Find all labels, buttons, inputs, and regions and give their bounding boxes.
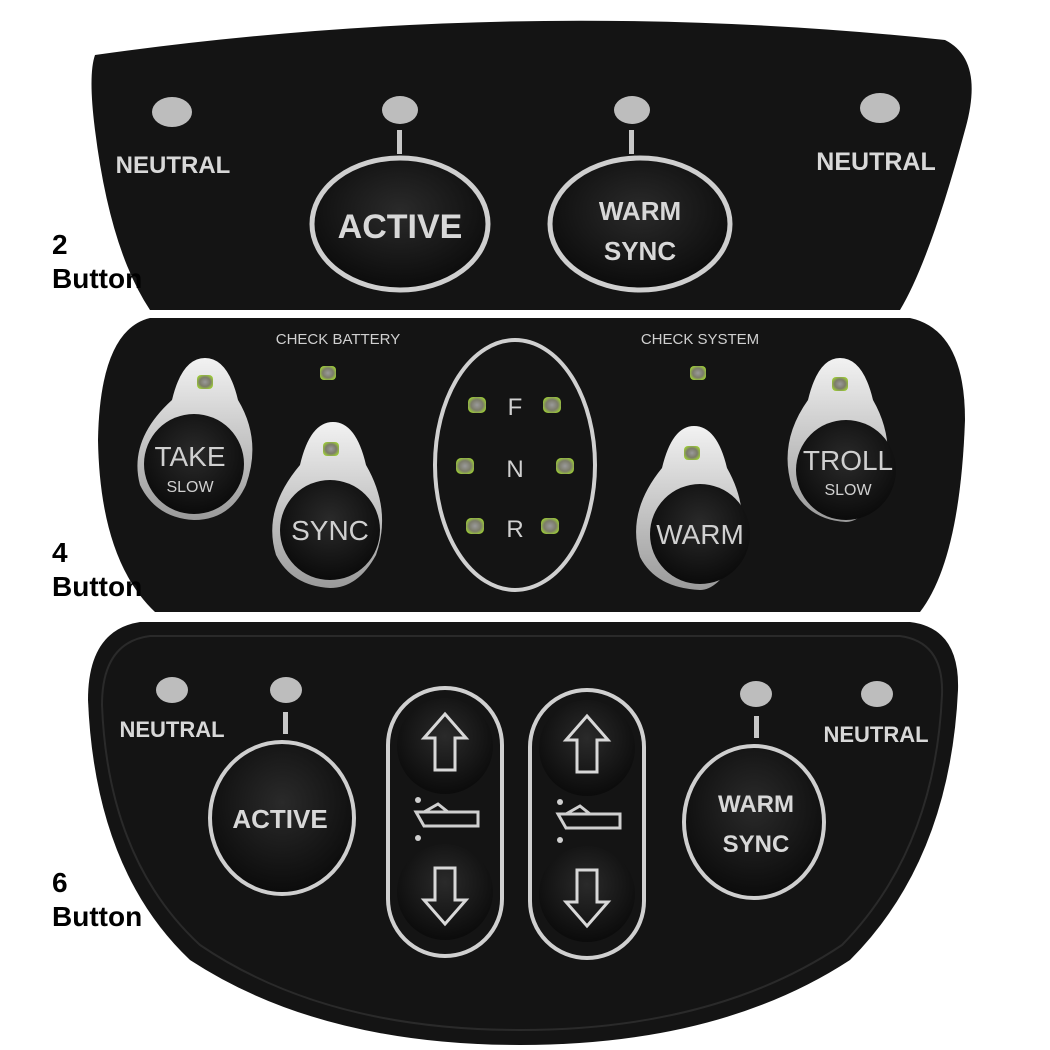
led-active (270, 677, 302, 703)
warm-button[interactable]: WARM (636, 426, 750, 590)
panel-6-button: NEUTRAL NEUTRAL ACTIVE (88, 622, 959, 1045)
troll-label: TROLL (803, 445, 893, 476)
caption-number: 6 (52, 867, 68, 898)
led-neutral-right (556, 458, 574, 474)
led-troll-slow (832, 377, 848, 391)
gear-neutral-label: N (506, 456, 523, 483)
led-forward-left (468, 397, 486, 413)
led-neutral-left (456, 458, 474, 474)
take-label: TAKE (154, 441, 225, 472)
warm-sync-label-line1: WARM (718, 791, 794, 818)
caption-word: Button (52, 571, 143, 602)
active-button[interactable]: ACTIVE (208, 740, 356, 896)
caption-number: 4 (52, 537, 68, 568)
caption-2-button: 2 Button (52, 228, 142, 296)
check-system-label: CHECK SYSTEM (641, 331, 759, 348)
gear-reverse-label: R (506, 516, 523, 543)
take-slow-button[interactable]: TAKE SLOW (137, 358, 253, 520)
check-battery-label: CHECK BATTERY (276, 331, 400, 348)
caption-word: Button (52, 901, 143, 932)
led-reverse-right (541, 518, 559, 534)
trim-control-1 (386, 686, 504, 958)
neutral-label-right: NEUTRAL (816, 148, 935, 176)
led-sync (323, 442, 339, 456)
gear-forward-label: F (508, 394, 523, 421)
trim-down-button-1[interactable] (397, 844, 493, 940)
active-button-label: ACTIVE (338, 208, 463, 246)
boat-trim-icon (413, 802, 480, 828)
led-active (382, 96, 418, 124)
warm-sync-label-line2: SYNC (604, 236, 676, 266)
take-slow-sublabel: SLOW (166, 479, 214, 496)
panel-4-button: CHECK BATTERY CHECK SYSTEM TAKE SLOW SYN… (98, 318, 965, 612)
arrow-down-icon (562, 868, 612, 929)
trim-up-button-1[interactable] (397, 698, 493, 794)
led-warm (684, 446, 700, 460)
boat-trim-icon (555, 804, 622, 830)
led-neutral-left (152, 97, 192, 127)
troll-slow-button[interactable]: TROLL SLOW (787, 358, 896, 522)
led-check-system (690, 366, 706, 380)
caption-word: Button (52, 263, 143, 294)
led-check-battery (320, 366, 336, 380)
trim-control-2 (528, 688, 646, 960)
warm-label: WARM (656, 519, 744, 550)
neutral-label-left: NEUTRAL (119, 717, 224, 742)
troll-slow-sublabel: SLOW (824, 482, 872, 499)
gear-indicator: F N R (433, 338, 597, 592)
caption-6-button: 6 Button (52, 866, 142, 934)
arrow-up-icon (562, 713, 612, 774)
arrow-down-icon (420, 866, 470, 927)
trim-down-button-2[interactable] (539, 846, 635, 942)
led-neutral-right (860, 93, 900, 123)
active-button-label: ACTIVE (232, 804, 327, 834)
arrow-up-icon (420, 711, 470, 772)
led-neutral-right (861, 681, 893, 707)
led-take-slow (197, 375, 213, 389)
neutral-label-left: NEUTRAL (116, 152, 231, 179)
neutral-label-right: NEUTRAL (823, 722, 928, 747)
warm-sync-button[interactable]: WARM SYNC (682, 744, 826, 900)
led-neutral-left (156, 677, 188, 703)
sync-label: SYNC (291, 515, 369, 546)
trim-up-button-2[interactable] (539, 700, 635, 796)
led-forward-right (543, 397, 561, 413)
led-warm-sync (740, 681, 772, 707)
caption-number: 2 (52, 229, 68, 260)
sync-button[interactable]: SYNC (272, 422, 383, 588)
caption-4-button: 4 Button (52, 536, 142, 604)
warm-sync-button[interactable]: WARM SYNC (547, 155, 733, 293)
warm-sync-label-line2: SYNC (723, 831, 790, 858)
led-reverse-left (466, 518, 484, 534)
led-warm-sync (614, 96, 650, 124)
active-button[interactable]: ACTIVE (309, 155, 491, 293)
warm-sync-label-line1: WARM (599, 196, 681, 226)
panel-2-button: NEUTRAL NEUTRAL ACTIVE WARM SYNC (91, 20, 972, 310)
